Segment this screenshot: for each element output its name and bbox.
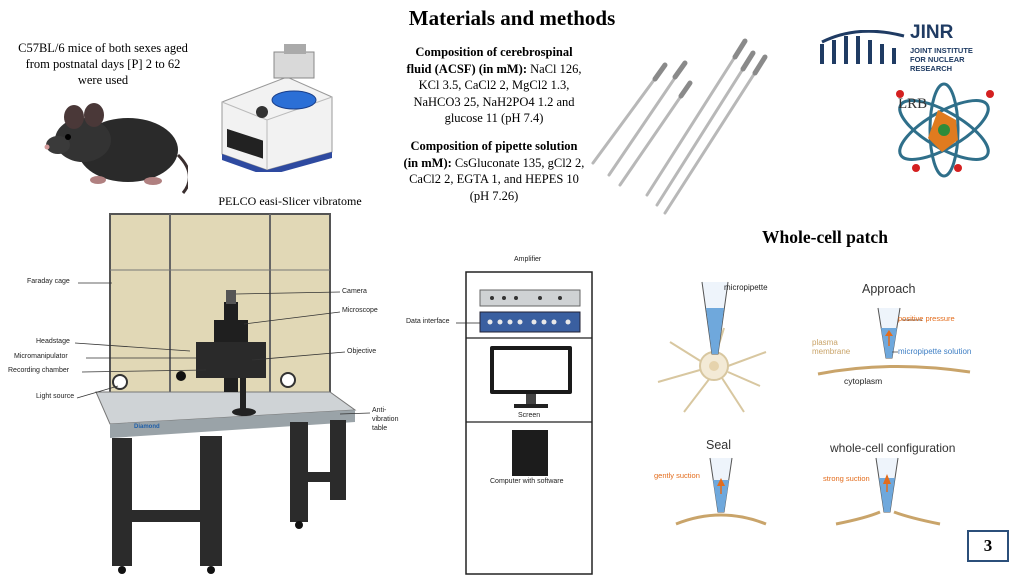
lrb-logo	[896, 82, 994, 178]
jinr-logo: JINR JOINT INSTITUTE FOR NUCLEAR RESEARC…	[818, 22, 1008, 73]
pipette-text: CsGluconate 135, gCl2 2, CaCl2 2, EGTA 1…	[409, 155, 585, 203]
acsf-text: NaCl 126, KCl 3.5, CaCl2 2, MgCl2 1.3, N…	[413, 61, 582, 126]
label-seal: Seal	[706, 438, 732, 452]
jinr-line2: FOR NUCLEAR RESEARCH	[910, 55, 965, 73]
label-anti-vibration-line1: Anti-vibration	[372, 407, 399, 423]
patch-steps-image	[657, 281, 971, 526]
label-micropipette-solution: micropipette solution	[898, 347, 972, 356]
label-micromanipulator: Micromanipulator	[14, 353, 68, 360]
whole-cell-patch-diagram: micropipette Approach positive pressure …	[640, 262, 980, 532]
label-data-interface: Data interface	[406, 318, 450, 325]
patch-rig-image	[74, 213, 371, 574]
mice-caption: C57BL/6 mice of both sexes aged from pos…	[18, 41, 188, 87]
label-light-source: Light source	[36, 393, 75, 400]
table-brand: Diamond	[134, 424, 160, 430]
pipette-composition: Composition of pipette solution (in mM):…	[402, 138, 586, 204]
whole-cell-patch-heading: Whole-cell patch	[762, 227, 888, 247]
label-plasma-line2: membrane	[812, 347, 851, 356]
label-headstage: Headstage	[36, 338, 70, 345]
label-plasma-membrane: plasma membrane	[812, 338, 850, 356]
pipette-label: Composition of pipette solution (in mM):	[403, 139, 578, 170]
label-cytoplasm: cytoplasm	[844, 376, 883, 386]
label-computer: Computer with software	[490, 478, 564, 485]
label-anti-vibration-table: Anti-vibration table	[372, 406, 400, 433]
acsf-composition: Composition of cerebrospinal fluid (ACSF…	[402, 44, 586, 127]
label-plasma-line1: plasma	[812, 338, 838, 347]
label-objective: Objective	[347, 348, 377, 355]
label-faraday-cage: Faraday cage	[27, 278, 70, 285]
label-microscope: Microscope	[342, 307, 378, 314]
label-whole-cell-configuration: whole-cell configuration	[830, 441, 956, 455]
lrb-text: LRB	[898, 96, 928, 112]
label-amplifier: Amplifier	[514, 256, 542, 263]
page-number: 3	[967, 530, 1009, 562]
slide-title: Materials and methods	[408, 6, 616, 30]
label-anti-vibration-line2: table	[372, 425, 388, 432]
glass-pipettes-image	[591, 38, 768, 215]
label-strong-suction: strong suction	[823, 474, 870, 483]
label-micropipette: micropipette	[724, 283, 768, 292]
label-screen: Screen	[518, 412, 541, 419]
vibratome-caption: PELCO easi-Slicer vibratome	[218, 194, 362, 208]
jinr-line1: JOINT INSTITUTE	[910, 46, 973, 55]
acsf-label: Composition of cerebrospinal fluid (ACSF…	[406, 45, 573, 76]
patch-rig-figure: Faraday cage Camera Microscope Headstage…	[0, 210, 400, 576]
vibratome-image	[221, 44, 333, 172]
jinr-subtitle: JOINT INSTITUTE FOR NUCLEAR RESEARCH	[910, 46, 1008, 73]
mouse-image	[44, 103, 188, 194]
label-camera: Camera	[342, 288, 367, 295]
label-recording-chamber: Recording chamber	[8, 367, 70, 374]
label-gently-suction: gently suction	[654, 471, 700, 480]
jinr-title: JINR	[910, 22, 954, 43]
equipment-rack-image	[456, 271, 593, 575]
label-positive-pressure: positive pressure	[898, 314, 955, 323]
equipment-rack-figure: Amplifier Data interface Screen Computer…	[400, 250, 600, 576]
jinr-emblem-icon	[820, 30, 905, 64]
label-approach: Approach	[862, 282, 916, 296]
